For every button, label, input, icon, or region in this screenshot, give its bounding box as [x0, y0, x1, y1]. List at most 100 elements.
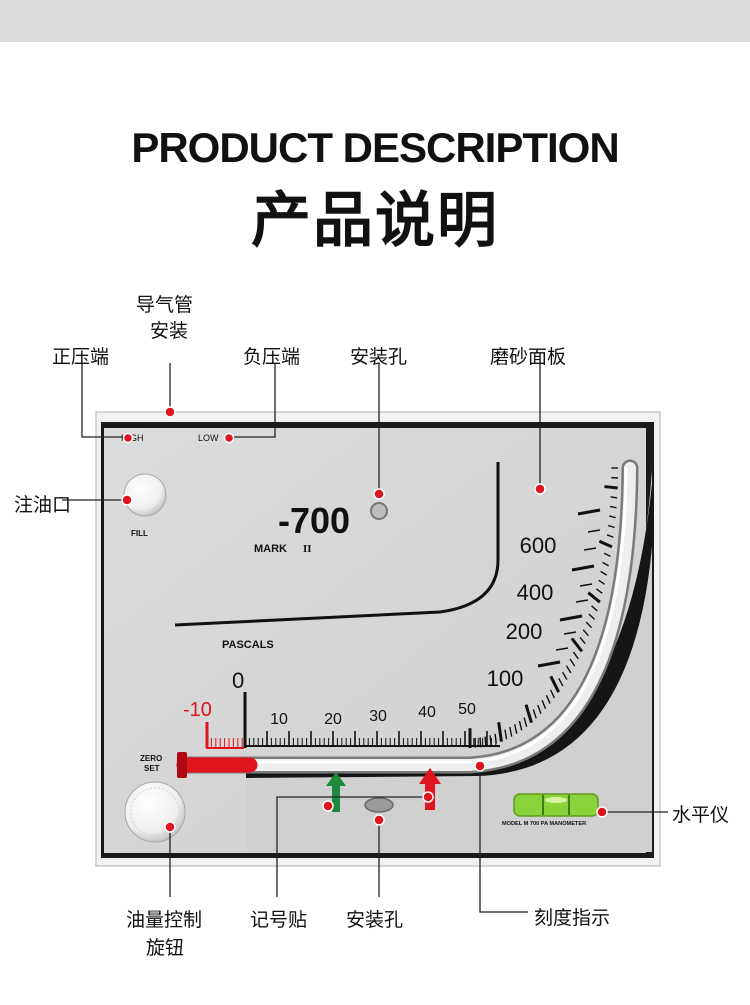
upper-curve-tick — [559, 614, 583, 622]
upper-curve-tick — [577, 508, 601, 516]
dot-oil-fill — [121, 494, 133, 506]
h-tick-label-30: 30 — [369, 708, 387, 725]
upper-curve-tick — [583, 547, 597, 551]
curve-tick — [489, 735, 492, 746]
upper-curve-tick — [537, 660, 561, 668]
callout-oil-fill: 注油口 — [14, 494, 72, 516]
curve-tick — [609, 505, 617, 509]
callout-oil-knob-line2: 旋钮 — [146, 937, 185, 959]
h-tick-label-40: 40 — [418, 704, 436, 721]
dot-mount-hole-top — [373, 488, 385, 500]
curve-tick — [570, 637, 584, 653]
callout-mount-hole-top: 安装孔 — [350, 346, 408, 368]
low-label: LOW — [198, 433, 219, 443]
curve-tick — [598, 539, 613, 549]
curve-tick — [607, 524, 615, 529]
curve-tick — [504, 729, 508, 740]
curve-tick — [569, 658, 576, 667]
leader-scale-indicator — [479, 766, 528, 913]
level-vial — [513, 793, 599, 817]
curve-tick — [579, 637, 586, 645]
callout-mount-hole-bottom: 安装孔 — [346, 909, 404, 931]
callout-scale-indicator: 刻度指示 — [534, 907, 611, 929]
dot-marker-green — [322, 800, 334, 812]
curve-tick — [545, 694, 551, 704]
upper-curve-tick — [575, 599, 589, 603]
upper-curve-tick — [571, 564, 595, 572]
callout-negative-end: 负压端 — [243, 346, 301, 368]
dot-mount-hole-bottom — [373, 814, 385, 826]
curve-tick — [561, 671, 568, 680]
model-label: MODEL M 700 PA MANOMETER — [502, 821, 586, 827]
curve-tick — [587, 591, 601, 604]
green-arrow-marker — [326, 772, 346, 812]
curve-tick — [603, 552, 611, 558]
curve-tick — [588, 613, 595, 620]
title-english: PRODUCT DESCRIPTION — [131, 124, 619, 171]
h-tick-label-10: 10 — [270, 711, 288, 728]
units-label: PASCALS — [222, 639, 274, 651]
curve-tick — [509, 727, 513, 737]
callout-frosted-panel: 磨砂面板 — [490, 346, 567, 368]
zero-set-label-line2: SET — [144, 764, 160, 773]
leader-marker-sticker — [276, 796, 428, 897]
zero-set-knob — [124, 781, 186, 843]
mark-label: MARK — [254, 543, 287, 555]
curve-tick — [610, 496, 618, 499]
curve-tick — [596, 588, 603, 594]
curve-tick — [598, 579, 606, 585]
curve-tick — [550, 689, 556, 699]
dot-frosted-panel — [534, 483, 546, 495]
curve-tick-label-400: 400 — [517, 580, 554, 605]
curve-tick — [524, 704, 533, 724]
curve-tick — [537, 704, 542, 714]
leader-positive-end — [81, 363, 126, 438]
upper-curve-tick — [555, 647, 569, 651]
callout-level: 水平仪 — [672, 804, 730, 826]
curve-tick — [591, 605, 598, 612]
curve-tick — [549, 675, 561, 693]
curve-tick — [582, 629, 590, 637]
level-bubble — [545, 797, 567, 803]
upper-curve-tick — [579, 583, 593, 587]
fill-label: FILL — [131, 529, 148, 538]
curve-tick — [518, 720, 523, 731]
h-tick-label-50: 50 — [458, 701, 476, 718]
zero-set-knob-knurl — [130, 787, 180, 837]
dot-oil-knob — [164, 821, 176, 833]
curve-tick — [572, 651, 579, 660]
curve-tick — [565, 665, 572, 674]
dot-tube-install — [164, 406, 176, 418]
title-chinese: 产品说明 — [251, 186, 499, 256]
dot-marker-red — [422, 791, 434, 803]
negative-minor-ticks — [210, 738, 243, 748]
mount-hole-top — [370, 502, 388, 520]
curve-tick — [604, 485, 618, 490]
curve-tick — [600, 570, 608, 576]
curve-tick — [513, 724, 518, 734]
curve-tick — [541, 700, 547, 710]
zero-set-label-line1: ZERO — [140, 754, 162, 763]
curve-ticks — [468, 467, 618, 748]
curve-tick — [484, 736, 487, 747]
fill-cap — [123, 473, 167, 517]
callout-oil-knob-line1: 油量控制 — [126, 909, 203, 931]
curve-tick — [497, 722, 503, 742]
tube-left-cap — [177, 752, 187, 778]
range-label: -700 — [278, 500, 350, 541]
curve-tick — [585, 621, 593, 629]
leader-negative-end — [230, 363, 276, 438]
curve-tick-label-200: 200 — [506, 619, 543, 644]
tube-highlight — [186, 467, 628, 764]
curve-tick — [602, 561, 610, 567]
minus-ten-label: -10 — [183, 699, 212, 721]
dot-scale-indicator — [474, 760, 486, 772]
h-tick-label-20: 20 — [324, 711, 342, 728]
dot-negative-end — [223, 432, 235, 444]
callout-tube-install-line2: 安装 — [150, 320, 189, 342]
glass-tube — [180, 462, 636, 771]
curve-tick — [606, 534, 614, 538]
decorative-l-line — [174, 462, 500, 627]
callout-tube-install-line1: 导气管 — [136, 294, 194, 316]
